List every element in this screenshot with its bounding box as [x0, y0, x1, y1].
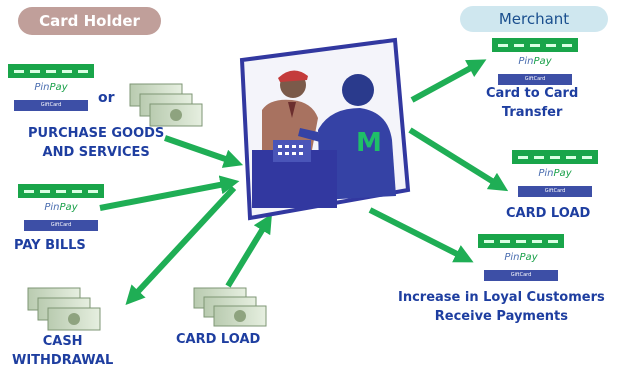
cash-stack-card-load — [193, 287, 267, 327]
merchant-badge: M — [356, 128, 382, 158]
arrow-purchase — [164, 135, 244, 168]
cash-withdrawal-label: CASH WITHDRAWAL — [12, 334, 114, 368]
pinpay-card-purchase: PinPay GiftCard — [8, 64, 94, 114]
or-label: or — [98, 90, 115, 106]
arrow-card-load-right — [408, 127, 509, 192]
card-holder-header: Card Holder — [18, 7, 161, 35]
arrow-card-load-left — [225, 213, 272, 288]
arrow-pay-bills — [99, 175, 240, 211]
loyal-customers-label: Increase in Loyal Customers Receive Paym… — [398, 290, 605, 324]
arrow-loyal — [368, 207, 474, 263]
pinpay-card-bills: PinPay GiftCard — [18, 184, 104, 234]
arrow-cash-withdrawal — [125, 185, 237, 306]
card-load-right-label: CARD LOAD — [506, 206, 591, 221]
cash-stack-withdrawal — [27, 287, 101, 331]
purchase-goods-label: PURCHASE GOODS AND SERVICES — [28, 126, 165, 160]
merchant-header: Merchant — [460, 6, 608, 32]
merchant-illustration — [239, 37, 411, 221]
pinpay-card-load: PinPay GiftCard — [512, 150, 598, 200]
pay-bills-label: PAY BILLS — [14, 238, 86, 253]
arrow-card-to-card — [410, 59, 487, 103]
card-load-left-label: CARD LOAD — [176, 332, 261, 347]
pinpay-card-loyal: PinPay GiftCard — [478, 234, 564, 284]
pinpay-card-transfer: PinPay GiftCard — [492, 38, 578, 88]
cash-stack-top — [129, 83, 203, 127]
card-to-card-label: Card to Card Transfer — [486, 86, 579, 120]
